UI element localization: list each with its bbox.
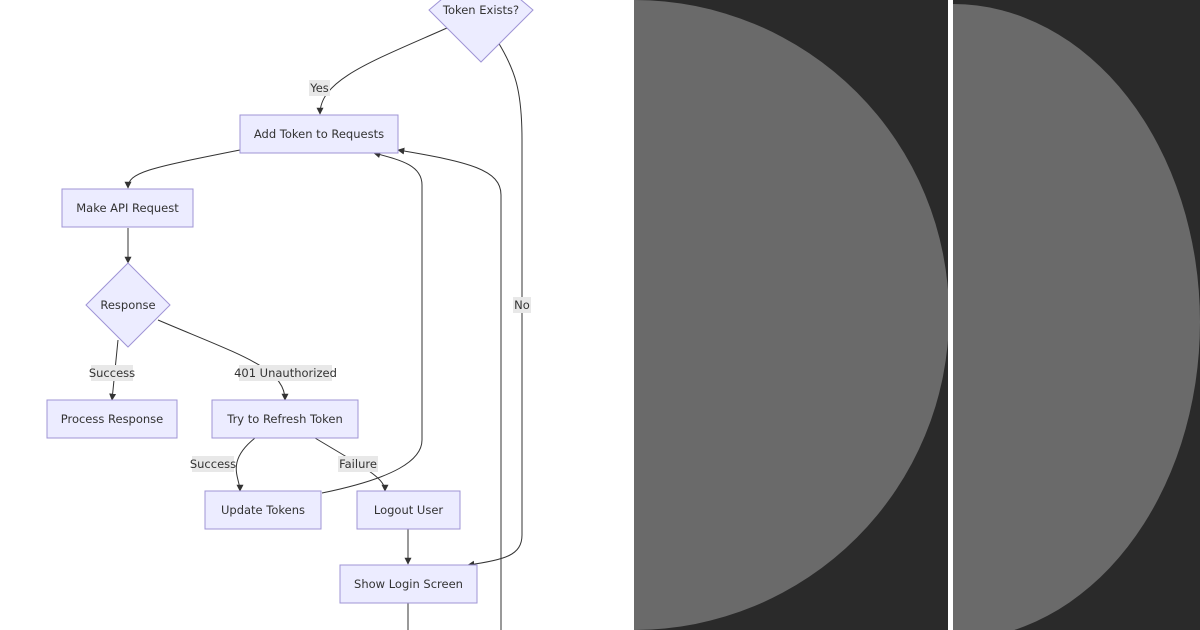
edge-label-failure-text: Failure: [339, 457, 377, 471]
edge-update-to-add-token: [321, 151, 423, 494]
node-show-login: Show Login Screen: [339, 564, 478, 604]
edge-label-failure: Failure: [338, 456, 378, 472]
edge-label-no-text: No: [514, 298, 530, 312]
node-token-exists: Token Exists?: [428, 0, 534, 63]
node-logout-user: Logout User: [356, 490, 461, 530]
edge-label-success-response: Success: [89, 365, 135, 381]
edge-token-exists-to-add-token: [316, 27, 448, 115]
node-process-response-label: Process Response: [61, 412, 164, 426]
edge-response-to-refresh: [157, 319, 289, 401]
node-make-request: Make API Request: [61, 188, 194, 228]
gray-half-circle-right: [953, 4, 1200, 630]
edge-refresh-to-update: [235, 437, 256, 492]
edge-label-success-refresh-text: Success: [190, 457, 236, 471]
node-show-login-label: Show Login Screen: [354, 577, 463, 591]
node-try-refresh: Try to Refresh Token: [211, 399, 359, 439]
edge-label-unauthorized-text: 401 Unauthorized: [234, 366, 337, 380]
edge-label-no: No: [513, 297, 531, 313]
node-add-token-label: Add Token to Requests: [254, 127, 384, 141]
edge-label-yes: Yes: [309, 80, 330, 96]
node-response-label: Response: [100, 298, 155, 312]
edge-add-token-to-make-request: [124, 149, 241, 189]
panel-divider: [948, 0, 953, 630]
node-try-refresh-label: Try to Refresh Token: [226, 412, 343, 426]
node-process-response: Process Response: [46, 399, 178, 439]
node-response: Response: [85, 262, 171, 348]
node-add-token: Add Token to Requests: [239, 114, 399, 154]
right-panels: [634, 0, 1200, 630]
edge-token-exists-to-show-login: [467, 41, 523, 568]
node-update-tokens-label: Update Tokens: [221, 503, 305, 517]
edge-label-success-refresh: Success: [190, 456, 236, 472]
gray-half-circle-left: [634, 0, 948, 630]
node-logout-user-label: Logout User: [374, 503, 444, 517]
node-make-request-label: Make API Request: [76, 201, 179, 215]
edge-loop-to-add-token: [397, 147, 502, 630]
edge-label-unauthorized: 401 Unauthorized: [234, 365, 337, 381]
node-update-tokens: Update Tokens: [204, 490, 322, 530]
edge-label-success-response-text: Success: [89, 366, 135, 380]
edge-label-yes-text: Yes: [309, 81, 329, 95]
node-token-exists-label: Token Exists?: [442, 3, 519, 17]
